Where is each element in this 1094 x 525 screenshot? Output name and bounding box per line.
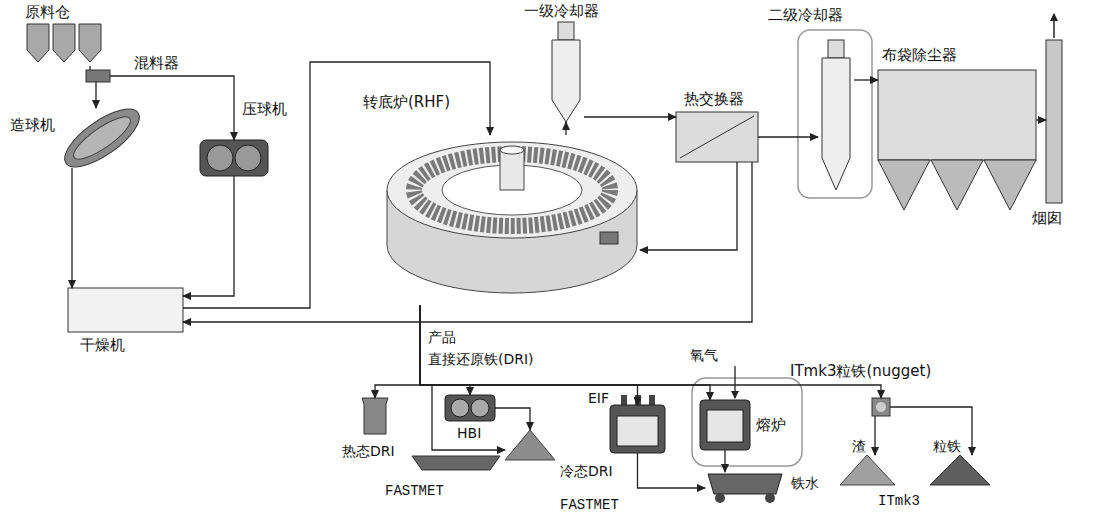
hot-dri-bin: 热态DRI	[362, 398, 388, 436]
smelter: 熔炉	[700, 400, 750, 450]
flow-line	[874, 416, 875, 455]
raw-material-silo: 原料仓	[25, 24, 103, 66]
equipment-label: 铁水	[791, 474, 819, 492]
equipment-label: 转底炉(RHF)	[363, 93, 450, 111]
flow-line	[375, 305, 420, 398]
equipment-label: 熔炉	[756, 416, 786, 434]
flow-line	[638, 453, 706, 488]
secondary-cooler: 二级冷却器	[818, 40, 854, 190]
process-name: ITmk3	[878, 492, 920, 510]
flow-line	[110, 76, 234, 140]
equipment-label: ITmk3粒铁(nugget)	[790, 362, 931, 380]
equipment-label: 粒铁	[933, 437, 961, 455]
flow-line	[854, 79, 878, 80]
equipment-label: 热态DRI	[342, 442, 395, 460]
process-name: FASTMET	[560, 496, 619, 514]
equipment-label: 渣	[852, 437, 866, 455]
flow-line	[724, 450, 725, 472]
oxygen-label: 氧气	[690, 346, 718, 364]
heat-exchanger: 热交换器	[676, 112, 758, 162]
eif-furnace: EIF	[610, 405, 665, 453]
slag-pile: 渣	[840, 455, 895, 485]
flow-line	[420, 305, 710, 400]
flow-line	[565, 122, 566, 135]
flow-line	[71, 168, 72, 288]
equipment-label: 混料器	[134, 54, 179, 72]
hot-metal-ladle: 铁水	[705, 472, 785, 504]
flow-line	[183, 62, 490, 308]
flow-line	[420, 305, 505, 450]
equipment-label: 布袋除尘器	[882, 46, 957, 64]
flow-line	[890, 407, 972, 455]
equipment-label: HBI	[457, 424, 481, 442]
primary-cooler: 一级冷却器	[548, 22, 584, 122]
flow-line	[420, 305, 470, 395]
flow-line	[183, 176, 234, 296]
equipment-label: 原料仓	[25, 3, 70, 21]
stack: 烟囱	[1046, 25, 1062, 203]
equipment-label: 烟囱	[1032, 209, 1062, 227]
equipment-label: 造球机	[10, 116, 55, 134]
flow-line	[420, 305, 881, 398]
flow-line	[584, 116, 676, 117]
dryer: 干燥机	[68, 288, 183, 332]
equipment-label: 冷态DRI	[560, 462, 613, 480]
dri-label: 直接还原铁(DRI)	[428, 350, 534, 368]
cold-dri-pile: 冷态DRI	[505, 430, 555, 460]
bag-filter: 布袋除尘器	[878, 70, 1036, 210]
pelletizer: 造球机	[62, 108, 142, 168]
flow-line	[1036, 119, 1046, 120]
hbi-press: HBI	[445, 395, 495, 421]
flow-line	[183, 162, 752, 322]
equipment-label: 热交换器	[684, 90, 744, 108]
equipment-label: 压球机	[242, 100, 287, 118]
flow-line	[758, 136, 818, 137]
equipment-label: 干燥机	[80, 336, 125, 354]
flow-line	[89, 66, 90, 70]
product-label: 产品	[428, 328, 456, 346]
nugget-separator: ITmk3粒铁(nugget)	[872, 398, 890, 416]
mixer: 混料器	[86, 70, 110, 82]
flow-line	[640, 162, 737, 250]
rotary-hearth-furnace: 转底炉(RHF)	[385, 135, 640, 305]
nugget-pile: 粒铁	[930, 455, 990, 485]
equipment-label: EIF	[588, 389, 609, 407]
flow-line	[495, 408, 530, 430]
flow-line	[95, 82, 96, 108]
briquetting-machine: 压球机	[200, 140, 268, 176]
process-name: FASTMET	[385, 482, 444, 500]
equipment-label: 二级冷却器	[768, 6, 843, 24]
equipment-label: 一级冷却器	[524, 2, 599, 20]
